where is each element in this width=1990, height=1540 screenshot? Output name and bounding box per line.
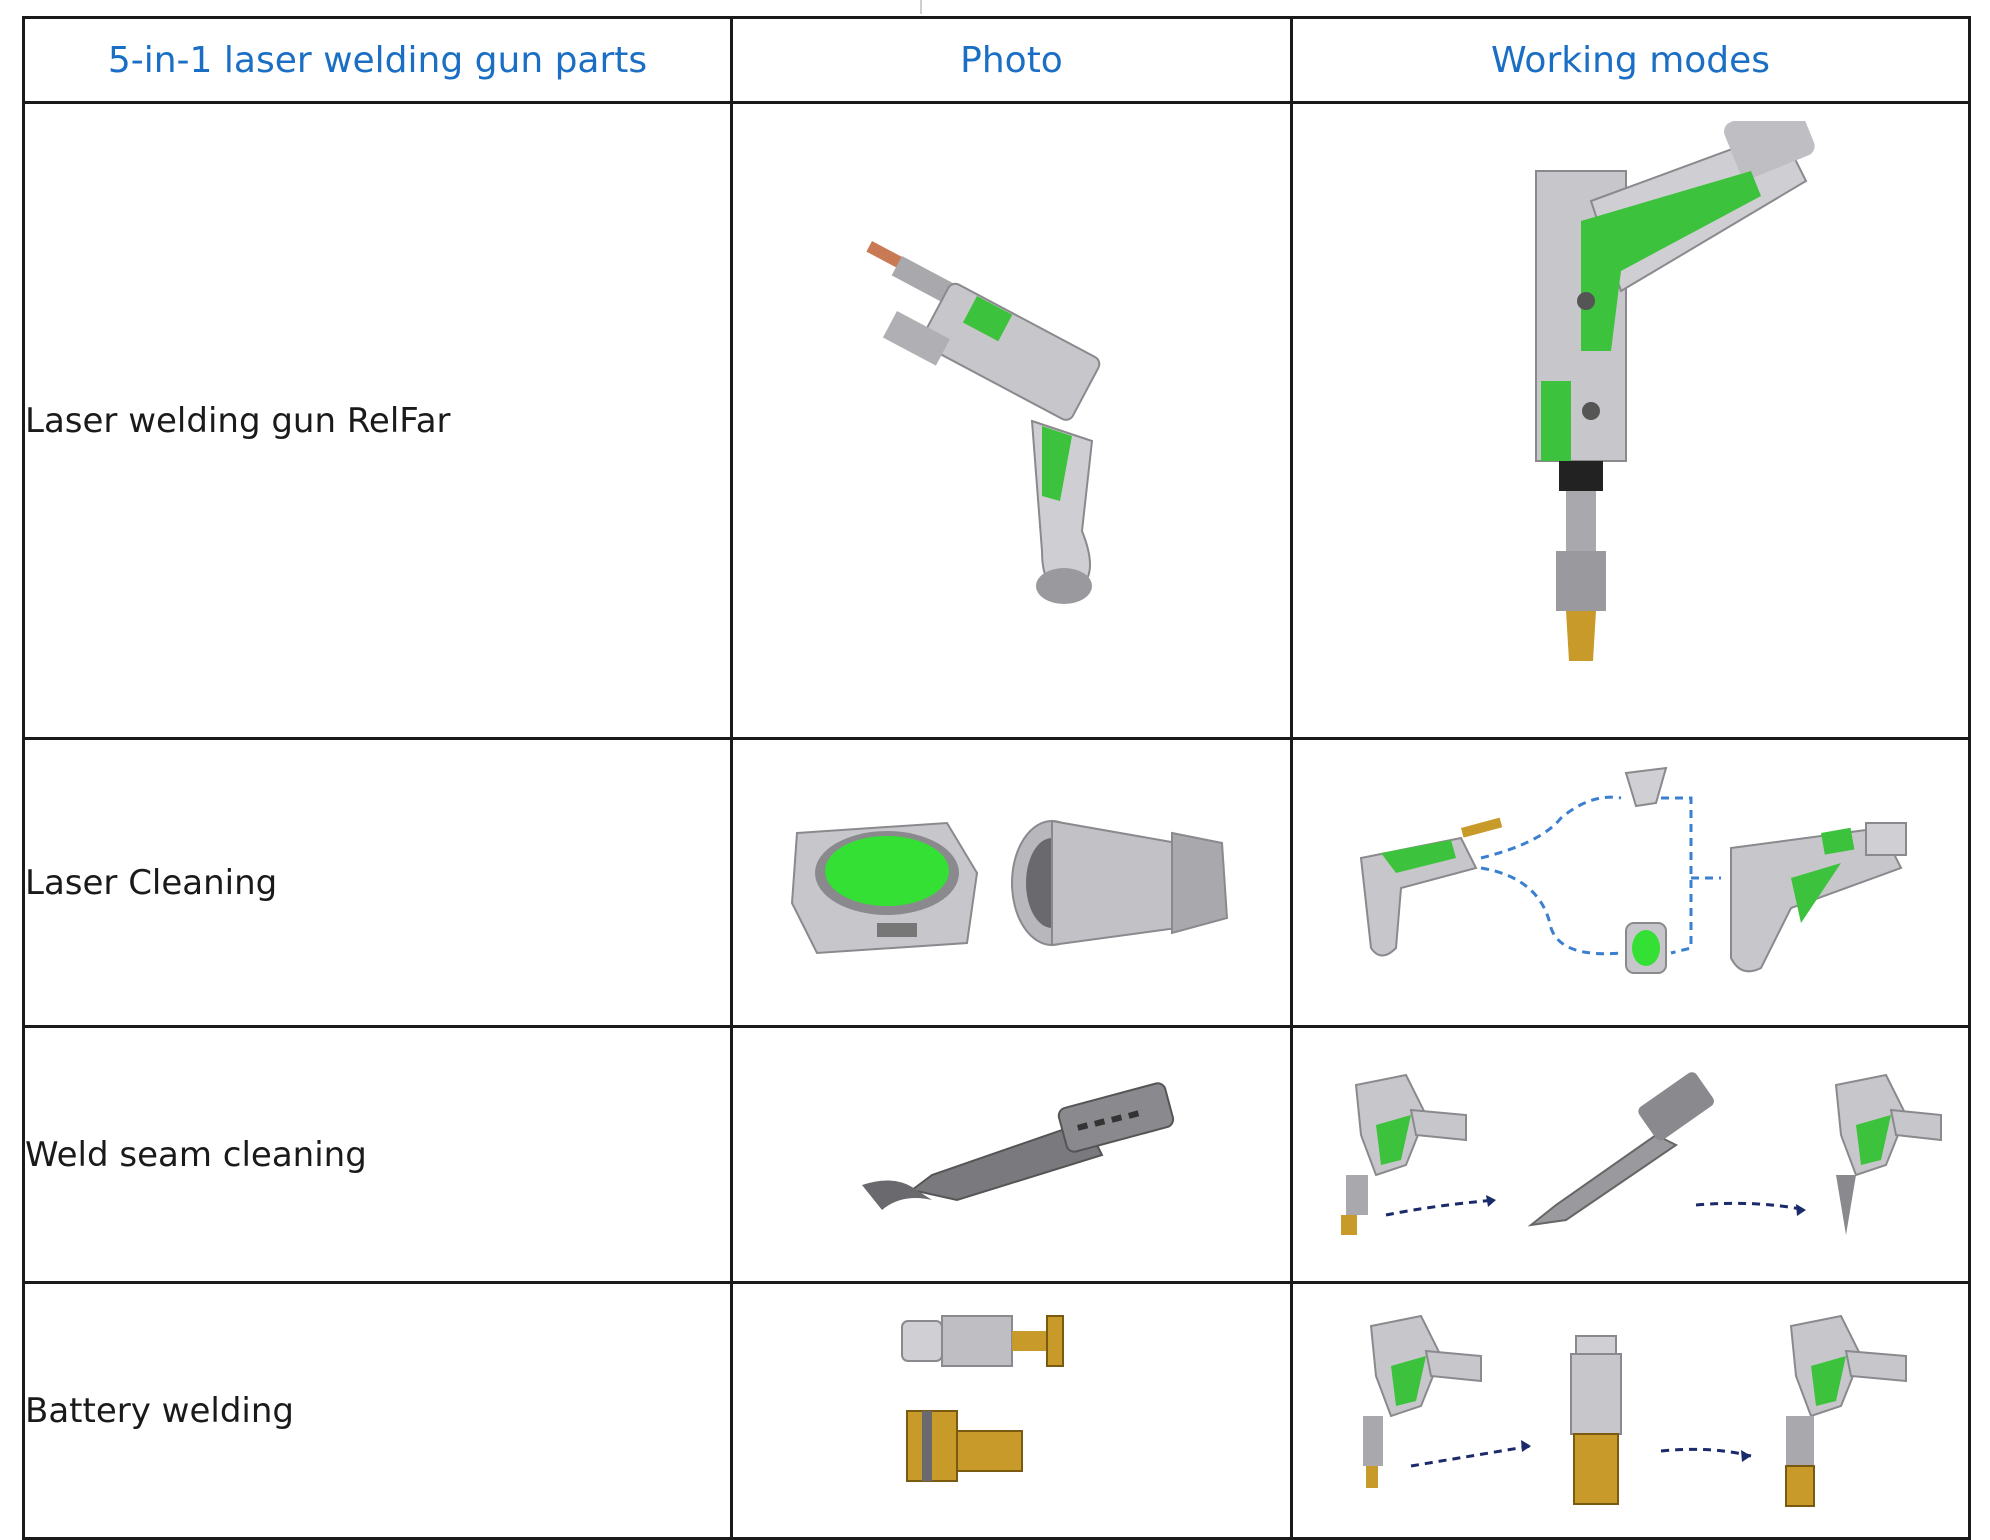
header-photo: Photo [730, 16, 1293, 104]
cleaning-assembly-diagram-icon [1359, 766, 1907, 974]
row-label: Weld seam cleaning [22, 1025, 733, 1284]
welding-gun-icon [865, 240, 1100, 604]
mode-cell [1290, 1281, 1971, 1540]
parts-table: 5-in-1 laser welding gun parts Photo Wor… [22, 16, 1971, 1540]
row-label: Laser welding gun RelFar [22, 101, 733, 740]
battery-welding-assembly-diagram-icon [1362, 1314, 1907, 1507]
photo-cell [730, 101, 1293, 740]
photo-cell [730, 737, 1293, 1028]
table-row: Battery welding [22, 1281, 1971, 1540]
seam-cleaning-nozzle-icon [861, 1081, 1174, 1210]
table-row: Weld seam cleaning [22, 1025, 1971, 1284]
photo-cell [730, 1025, 1293, 1284]
welding-gun-vertical-icon [1534, 120, 1815, 661]
seam-cleaning-assembly-diagram-icon [1340, 1071, 1942, 1235]
table-row: Laser Cleaning [22, 737, 1971, 1028]
cleaning-lens-and-nozzle-icon [790, 819, 1228, 954]
top-divider-mark [920, 0, 922, 14]
mode-cell [1290, 101, 1971, 740]
header-working-modes: Working modes [1290, 16, 1971, 104]
mode-cell [1290, 737, 1971, 1028]
header-row: 5-in-1 laser welding gun parts Photo Wor… [22, 16, 1971, 104]
mode-cell [1290, 1025, 1971, 1284]
photo-cell [730, 1281, 1293, 1540]
row-label: Laser Cleaning [22, 737, 733, 1028]
battery-welding-nozzles-icon [900, 1314, 1064, 1482]
row-label: Battery welding [22, 1281, 733, 1540]
header-parts: 5-in-1 laser welding gun parts [22, 16, 733, 104]
table-row: Laser welding gun RelFar [22, 101, 1971, 740]
